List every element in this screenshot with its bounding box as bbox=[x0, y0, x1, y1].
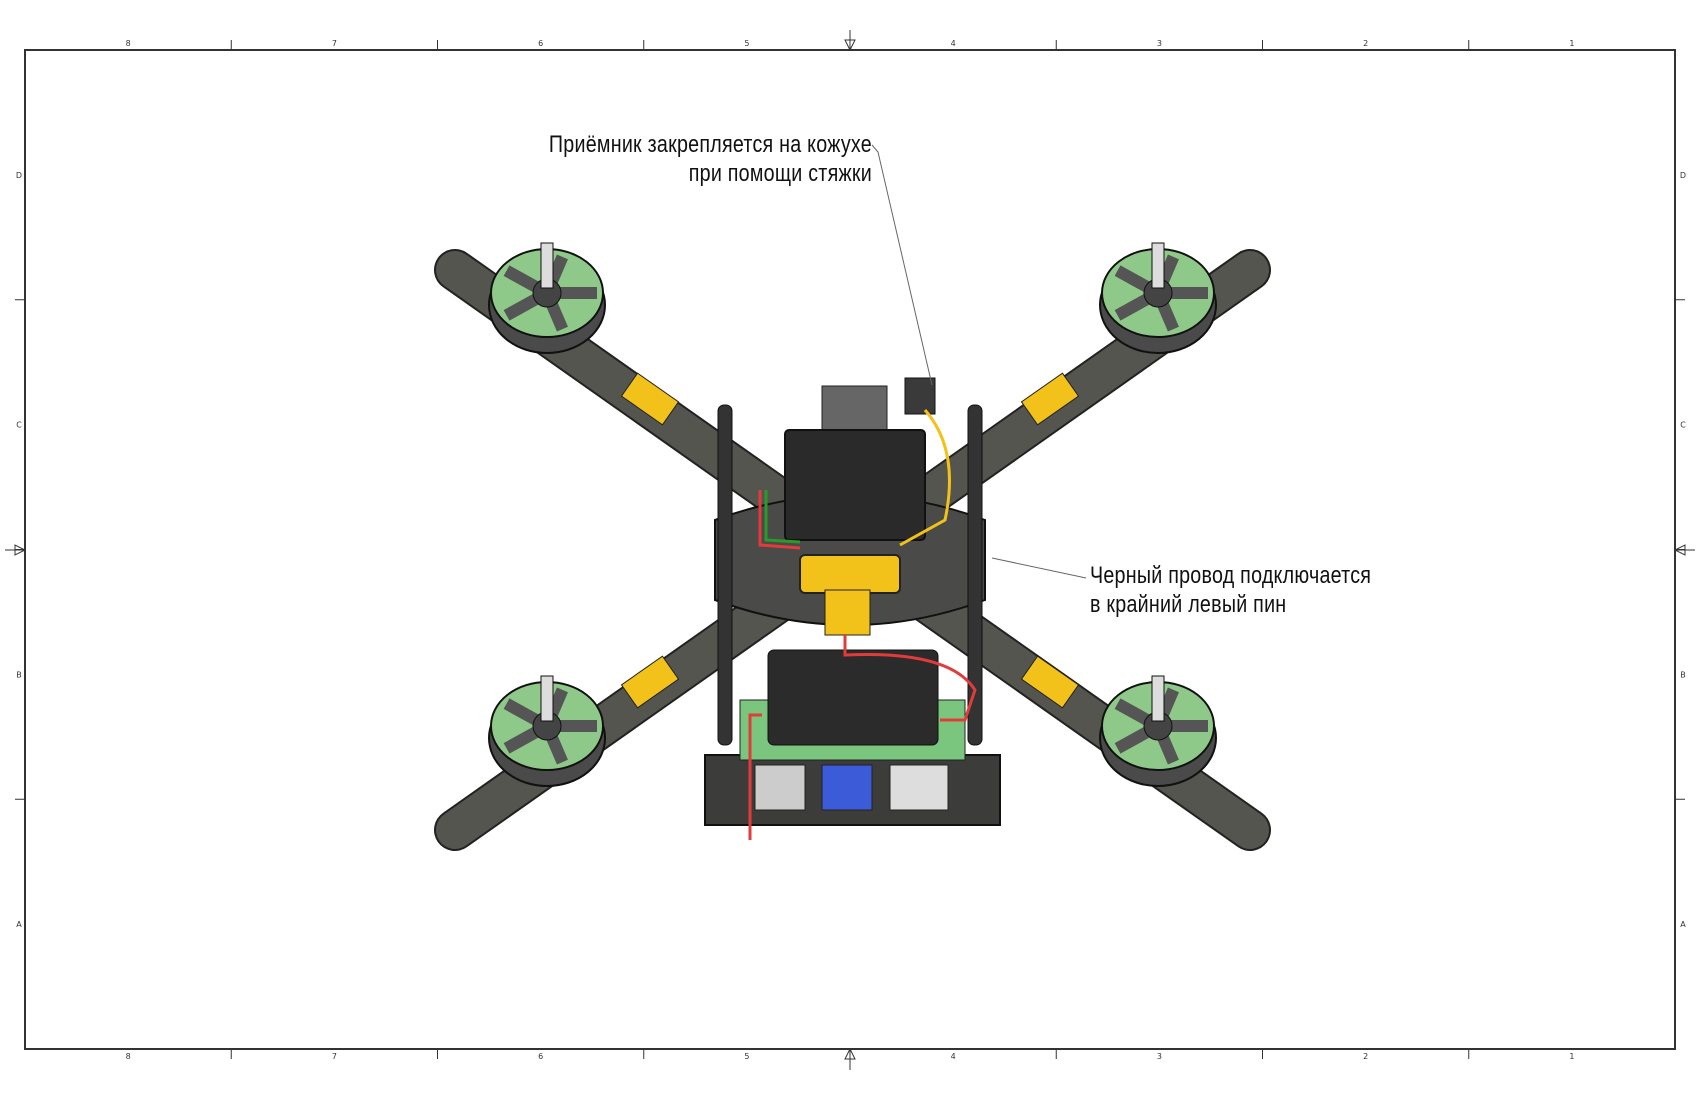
center-mark-right-icon bbox=[1673, 544, 1695, 556]
annotation-black-wire: Черный провод подключается в крайний лев… bbox=[1090, 561, 1371, 619]
annotation-line: Черный провод подключается bbox=[1090, 562, 1372, 589]
column-label: 3 bbox=[1157, 1052, 1162, 1061]
column-label: 8 bbox=[126, 1052, 131, 1061]
row-label: B bbox=[1680, 670, 1686, 679]
annotation-receiver-mount: Приёмник закрепляется на кожухе при помо… bbox=[549, 130, 872, 188]
column-label: 8 bbox=[126, 39, 131, 48]
row-label: C bbox=[1680, 421, 1686, 430]
column-label: 2 bbox=[1363, 39, 1368, 48]
connectors-xt30 bbox=[620, 372, 1080, 709]
column-label: 1 bbox=[1569, 39, 1574, 48]
column-label: 4 bbox=[951, 39, 956, 48]
column-label: 6 bbox=[538, 39, 543, 48]
row-label: A bbox=[16, 920, 22, 929]
column-label: 2 bbox=[1363, 1052, 1368, 1061]
row-label: D bbox=[16, 171, 22, 180]
motor bbox=[488, 242, 606, 354]
leader-line-receiver bbox=[871, 144, 933, 386]
motor bbox=[1099, 675, 1217, 787]
motors bbox=[488, 242, 1217, 787]
column-label: 6 bbox=[538, 1052, 543, 1061]
center-mark-bottom-icon bbox=[844, 1047, 856, 1070]
row-label: C bbox=[16, 421, 22, 430]
row-label: B bbox=[16, 670, 22, 679]
drone-illustration bbox=[434, 242, 1271, 851]
center-mark-top-icon bbox=[844, 30, 856, 52]
column-label: 7 bbox=[332, 1052, 337, 1061]
annotation-line: Приёмник закрепляется на кожухе bbox=[548, 131, 872, 158]
column-label: 7 bbox=[332, 39, 337, 48]
motor bbox=[1099, 242, 1217, 354]
row-label: A bbox=[1680, 920, 1686, 929]
column-label: 3 bbox=[1157, 39, 1162, 48]
motor bbox=[488, 675, 606, 787]
column-label: 5 bbox=[744, 39, 749, 48]
center-body bbox=[714, 377, 986, 840]
annotation-line: в крайний левый пин bbox=[1090, 591, 1287, 618]
column-label: 4 bbox=[951, 1052, 956, 1061]
column-label: 5 bbox=[744, 1052, 749, 1061]
column-label: 1 bbox=[1569, 1052, 1574, 1061]
center-mark-left-icon bbox=[5, 544, 27, 556]
leader-line-black-wire bbox=[991, 557, 1087, 579]
annotation-line: при помощи стяжки bbox=[688, 160, 872, 187]
row-label: D bbox=[1680, 171, 1686, 180]
